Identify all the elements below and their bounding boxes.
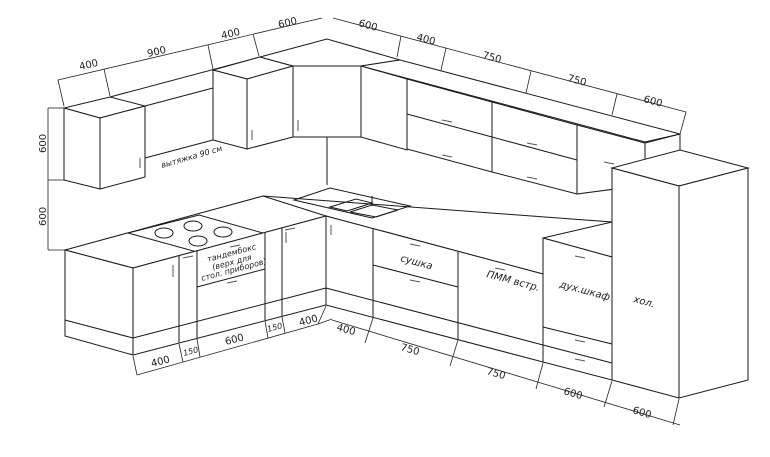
hob bbox=[126, 214, 265, 253]
fridge bbox=[610, 149, 750, 399]
dim-bottom-left-1: 400 bbox=[150, 354, 171, 370]
dim-top-left-2: 900 bbox=[146, 45, 167, 60]
sink bbox=[292, 187, 412, 219]
dim-vertical-lower: 600 bbox=[38, 207, 49, 226]
dimension-lines bbox=[47, 17, 687, 426]
dim-bottom-left-2: 150 bbox=[182, 345, 199, 358]
dim-bottom-right-4: 600 bbox=[562, 386, 583, 402]
base-cabinets-right bbox=[325, 215, 544, 363]
dim-top-left-4: 600 bbox=[277, 16, 298, 31]
dim-bottom-right-2: 750 bbox=[399, 342, 420, 358]
dim-top-right-2: 400 bbox=[415, 32, 436, 48]
dim-top-right-4: 750 bbox=[566, 73, 587, 89]
oven-column bbox=[542, 221, 613, 381]
dim-bottom-right-3: 750 bbox=[485, 366, 506, 382]
dim-top-left-3: 400 bbox=[220, 27, 241, 42]
base-cabinets-left bbox=[64, 215, 327, 356]
dim-bottom-right-5: 600 bbox=[631, 405, 652, 421]
upper-cabinet-left-400-b bbox=[211, 56, 295, 150]
hood-label: вытяжка 90 см bbox=[160, 144, 223, 170]
dim-bottom-left-5: 400 bbox=[298, 313, 319, 329]
dim-bottom-right-1: 400 bbox=[335, 322, 356, 338]
dim-vertical-upper: 600 bbox=[38, 134, 49, 153]
upper-corner-cabinet bbox=[258, 38, 401, 185]
dim-top-right-1: 600 bbox=[357, 18, 378, 34]
dim-bottom-left-4: 150 bbox=[266, 321, 283, 334]
dim-top-left-1: 400 bbox=[78, 58, 99, 73]
upper-cabinet-left-400 bbox=[62, 96, 147, 190]
dim-top-right-5: 600 bbox=[642, 94, 663, 110]
dim-top-right-3: 750 bbox=[481, 50, 502, 66]
dim-bottom-left-3: 600 bbox=[224, 332, 245, 348]
